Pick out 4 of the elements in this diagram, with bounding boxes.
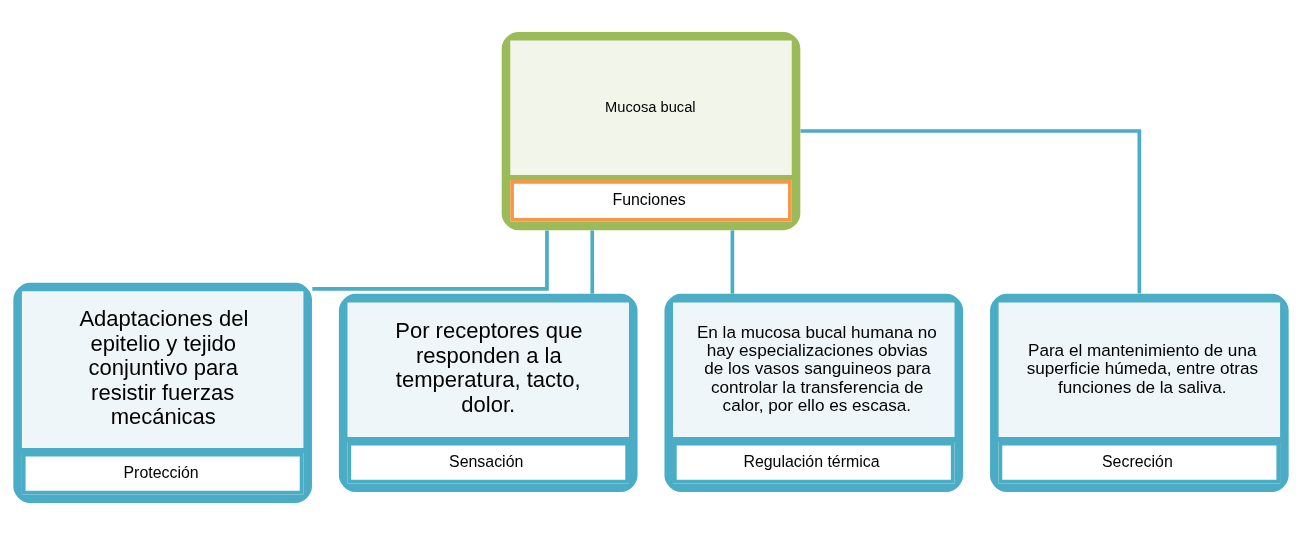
- connector: [312, 230, 549, 291]
- connector: [800, 129, 1142, 294]
- connector: [590, 230, 595, 294]
- connector: [730, 230, 735, 294]
